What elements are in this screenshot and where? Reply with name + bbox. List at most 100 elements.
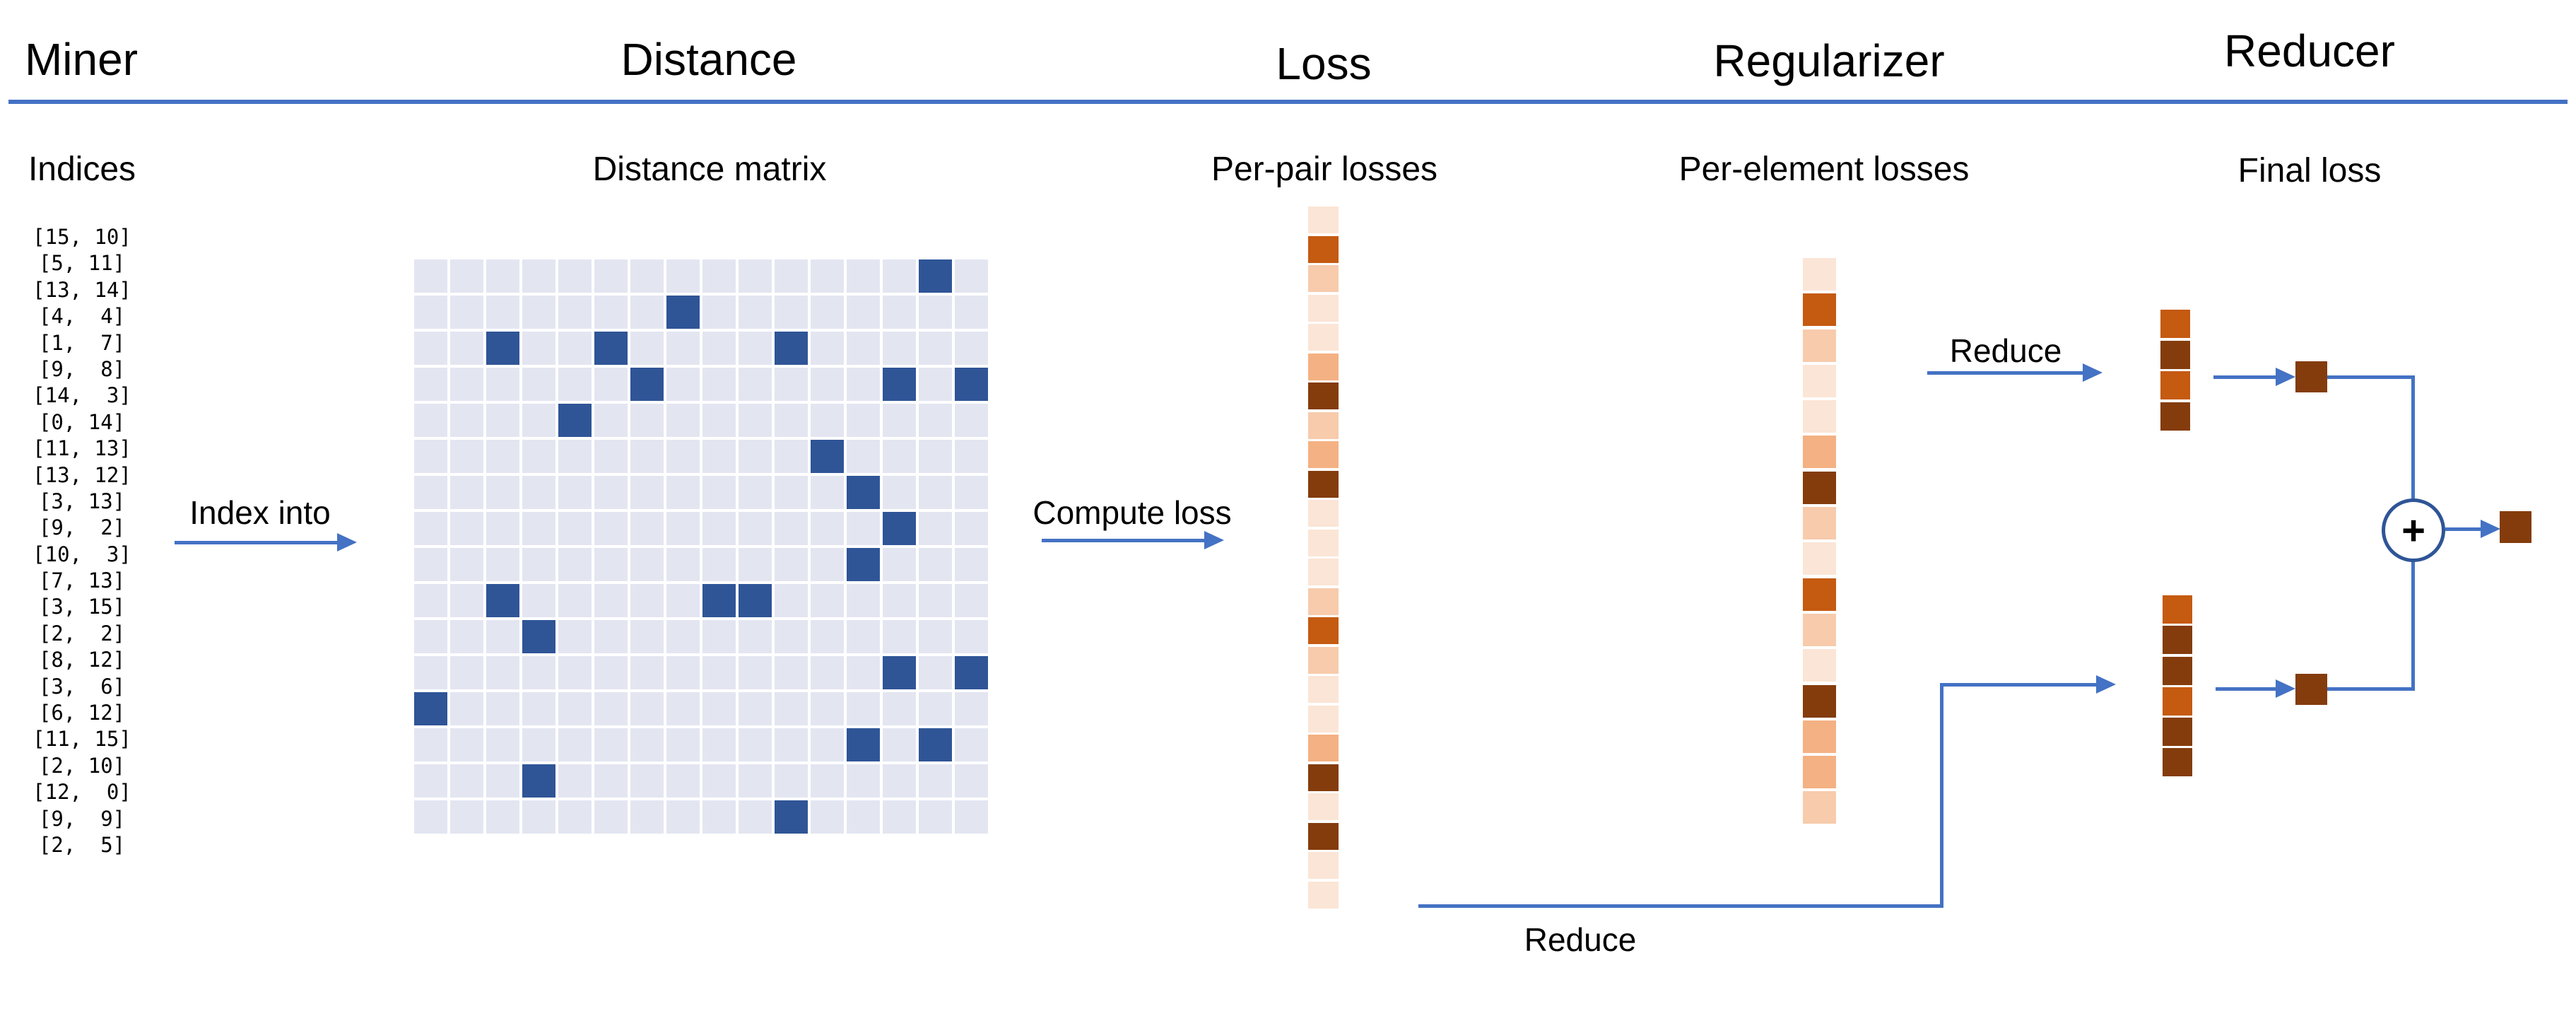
miner-index-pair: [11, 15] — [33, 727, 131, 752]
matrix-cell — [594, 620, 628, 653]
matrix-cell — [558, 620, 592, 653]
matrix-cell — [883, 548, 916, 581]
matrix-cell — [594, 764, 628, 798]
matrix-cell — [702, 764, 736, 798]
matrix-cell — [486, 512, 519, 545]
per-pair-loss-cell — [1308, 617, 1339, 644]
reducer-top-cell — [2160, 310, 2190, 338]
matrix-cell — [702, 692, 736, 725]
matrix-cell — [955, 404, 988, 437]
miner-index-pair: [0, 14] — [38, 409, 126, 434]
matrix-cell — [955, 440, 988, 473]
subtitle-per-element-losses: Per-element losses — [1678, 151, 1970, 188]
matrix-cell — [522, 656, 555, 689]
matrix-cell — [775, 692, 808, 725]
matrix-cell — [486, 296, 519, 329]
matrix-cell — [955, 296, 988, 329]
matrix-cell — [775, 656, 808, 689]
matrix-cell — [450, 440, 483, 473]
per-pair-loss-cell — [1308, 793, 1339, 820]
miner-index-pair: [2, 5] — [38, 832, 126, 857]
matrix-cell — [630, 692, 664, 725]
matrix-cell — [811, 692, 844, 725]
matrix-cell — [414, 764, 447, 798]
per-pair-loss-cell — [1308, 646, 1339, 674]
matrix-cell — [414, 512, 447, 545]
per-pair-loss-cell — [1308, 881, 1339, 909]
matrix-cell — [811, 800, 844, 834]
matrix-cell — [702, 476, 736, 509]
top-square-connector-vertical — [2411, 375, 2415, 500]
per-element-loss-cell — [1803, 329, 1836, 362]
matrix-cell — [883, 620, 916, 653]
matrix-cell — [630, 620, 664, 653]
matrix-cell — [847, 620, 880, 653]
matrix-cell — [702, 512, 736, 545]
matrix-cell — [955, 512, 988, 545]
per-element-loss-cell — [1803, 471, 1836, 504]
per-pair-loss-cell — [1308, 764, 1339, 791]
per-element-loss-cell — [1803, 578, 1836, 611]
matrix-cell — [883, 764, 916, 798]
matrix-cell — [666, 800, 700, 834]
matrix-cell-highlighted — [630, 368, 664, 401]
matrix-cell — [919, 296, 952, 329]
subtitle-per-pair-losses: Per-pair losses — [1211, 151, 1438, 188]
matrix-cell — [450, 800, 483, 834]
matrix-cell — [847, 440, 880, 473]
matrix-cell — [847, 512, 880, 545]
miner-index-pair: [12, 0] — [33, 780, 131, 805]
reduce-bottom-path-vertical — [1940, 683, 1943, 908]
matrix-cell-highlighted — [739, 584, 772, 617]
matrix-cell — [414, 548, 447, 581]
matrix-cell — [702, 800, 736, 834]
matrix-cell — [630, 440, 664, 473]
reducer-top-cell — [2160, 340, 2190, 369]
compute-loss-label: Compute loss — [1033, 494, 1232, 531]
matrix-cell — [775, 728, 808, 761]
matrix-cell — [486, 728, 519, 761]
matrix-cell-highlighted — [883, 512, 916, 545]
subtitle-distance-matrix: Distance matrix — [592, 151, 827, 188]
matrix-cell — [666, 476, 700, 509]
matrix-cell — [594, 584, 628, 617]
matrix-cell — [450, 404, 483, 437]
matrix-cell — [486, 259, 519, 293]
matrix-cell — [739, 512, 772, 545]
per-pair-loss-cell — [1308, 441, 1339, 468]
header-reducer: Reducer — [2224, 25, 2395, 76]
matrix-cell — [775, 584, 808, 617]
matrix-cell — [414, 620, 447, 653]
matrix-cell — [558, 728, 592, 761]
matrix-cell — [811, 404, 844, 437]
matrix-cell — [522, 728, 555, 761]
matrix-cell — [630, 332, 664, 365]
distance-matrix-grid — [414, 259, 988, 834]
matrix-cell — [919, 440, 952, 473]
matrix-cell — [847, 656, 880, 689]
per-element-loss-cell — [1803, 649, 1836, 682]
per-pair-loss-cell — [1308, 735, 1339, 761]
matrix-cell — [414, 728, 447, 761]
matrix-cell — [630, 476, 664, 509]
matrix-cell — [558, 548, 592, 581]
matrix-cell — [739, 620, 772, 653]
matrix-cell — [919, 332, 952, 365]
miner-index-pair: [14, 3] — [33, 383, 131, 408]
per-pair-loss-cell — [1308, 383, 1339, 409]
matrix-cell — [558, 764, 592, 798]
matrix-cell — [883, 296, 916, 329]
matrix-cell — [594, 728, 628, 761]
matrix-cell — [775, 404, 808, 437]
matrix-cell — [666, 259, 700, 293]
per-pair-loss-cell — [1308, 324, 1339, 351]
reducer-top-strip — [2160, 310, 2190, 433]
matrix-cell — [630, 764, 664, 798]
matrix-cell — [450, 476, 483, 509]
matrix-cell — [522, 548, 555, 581]
matrix-cell — [739, 404, 772, 437]
matrix-cell — [739, 440, 772, 473]
matrix-cell-highlighted — [847, 548, 880, 581]
subtitle-final-loss: Final loss — [2237, 152, 2382, 189]
